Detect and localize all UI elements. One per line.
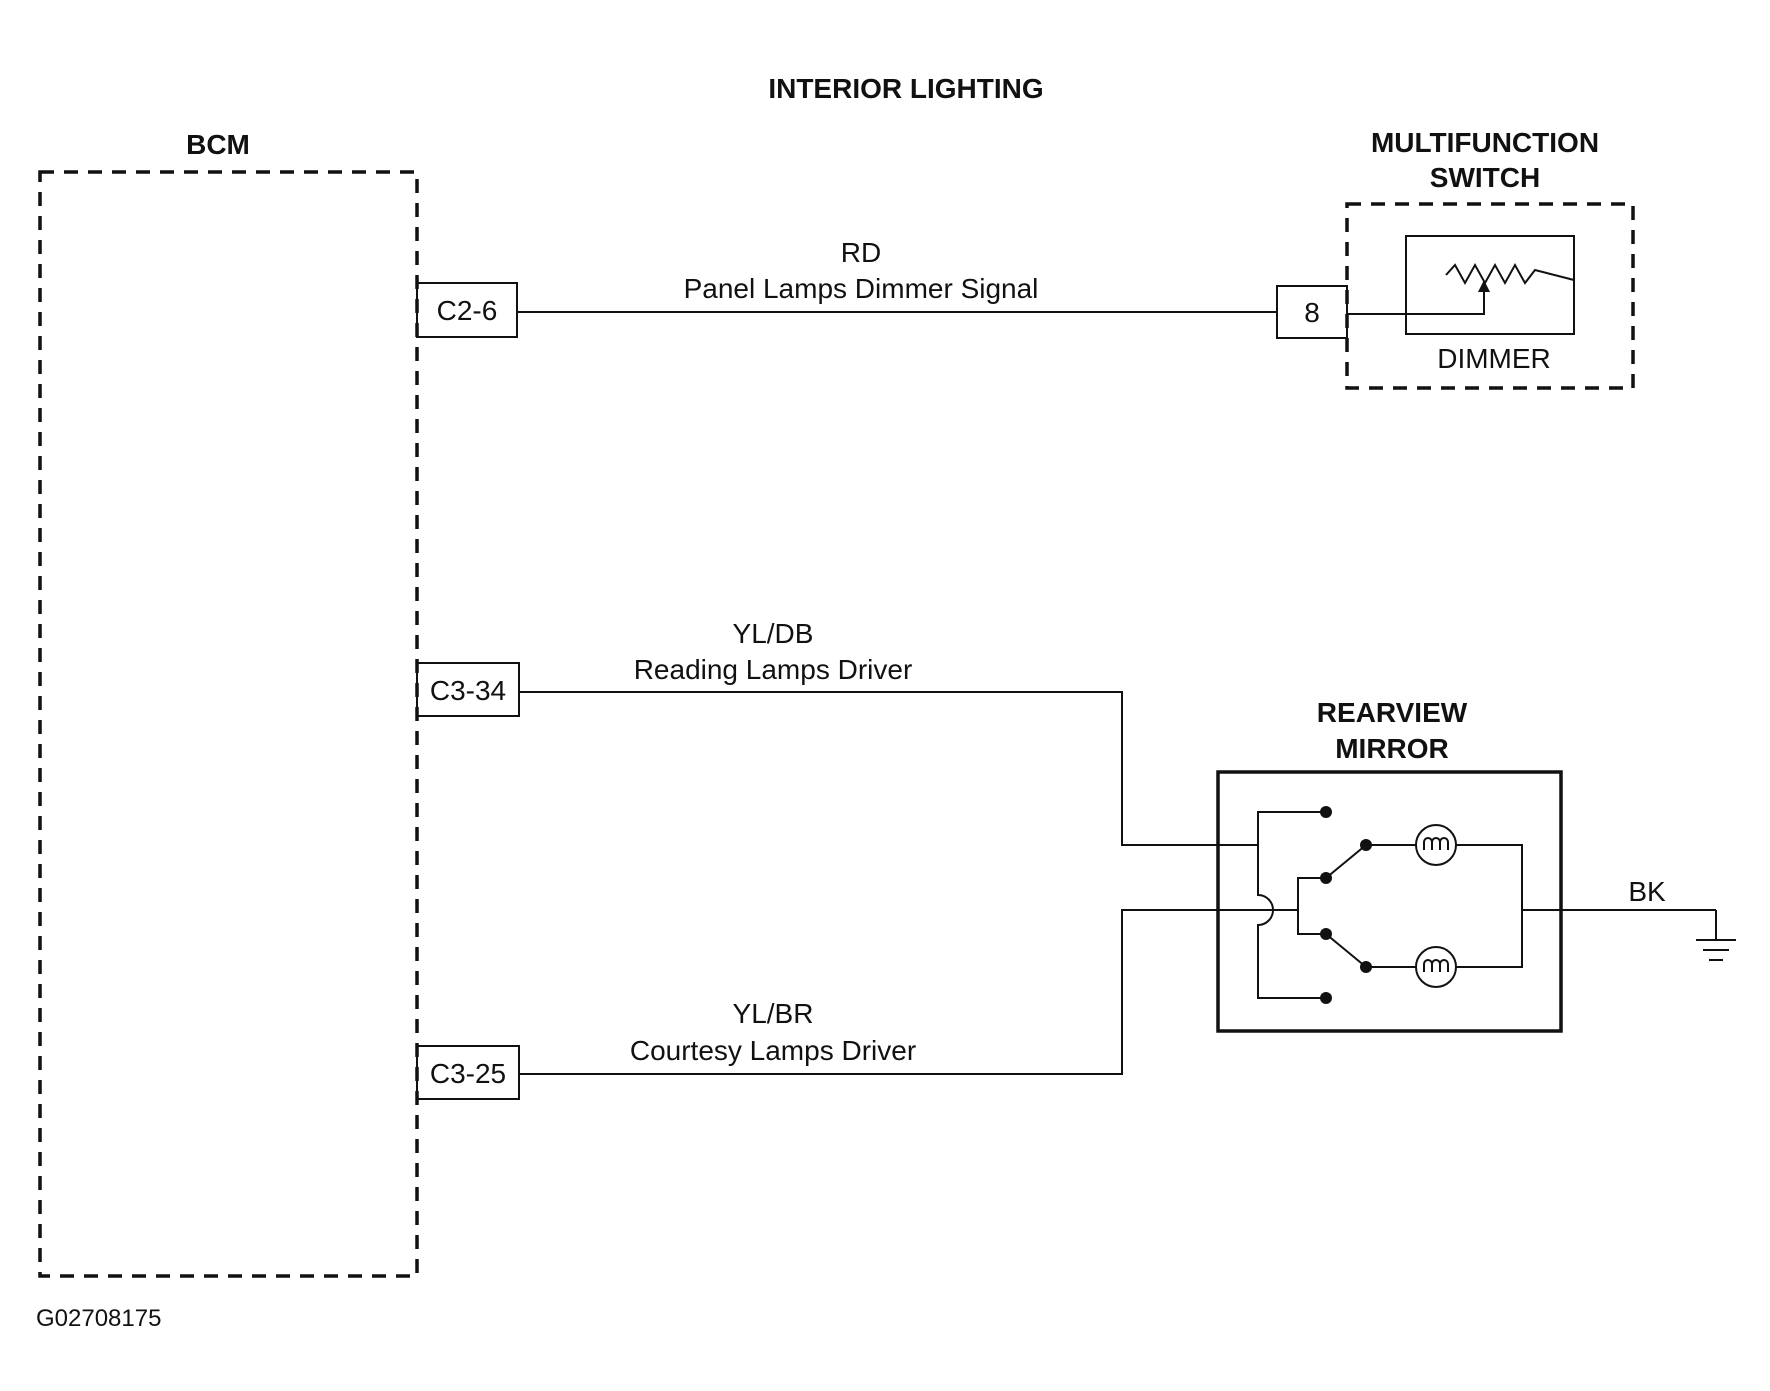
connector-box bbox=[416, 662, 520, 717]
wire-color-label: YL/BR bbox=[733, 998, 814, 1029]
ground: BK bbox=[1561, 876, 1736, 961]
wire-function-label: Reading Lamps Driver bbox=[634, 654, 913, 685]
wiper-arrowhead-icon bbox=[1478, 280, 1490, 292]
ground-symbol-icon bbox=[1696, 939, 1736, 961]
dimmer-box bbox=[1405, 235, 1575, 335]
connector-label: C2-6 bbox=[437, 295, 498, 326]
courtesy-lamp-bulb-icon bbox=[1415, 946, 1457, 988]
diagram-title: INTERIOR LIGHTING bbox=[768, 73, 1043, 104]
pin-label: 8 bbox=[1304, 297, 1320, 328]
reading-feed-bus bbox=[1257, 811, 1326, 999]
wire-color-label: YL/DB bbox=[733, 618, 814, 649]
wiper-arrow-icon bbox=[1347, 286, 1485, 315]
circuit-reading-lamps: C3-34 YL/DB Reading Lamps Driver bbox=[416, 618, 1258, 846]
bcm-boundary bbox=[38, 170, 419, 1278]
ground-wire-color-label: BK bbox=[1628, 876, 1666, 907]
figure-id: G02708175 bbox=[36, 1305, 161, 1332]
wire-function-label: Courtesy Lamps Driver bbox=[630, 1035, 916, 1066]
multifunction-switch: MULTIFUNCTION SWITCH 8 DIMMER bbox=[1276, 127, 1635, 390]
wire-color-label: RD bbox=[841, 237, 881, 268]
multifunction-switch-label-2: SWITCH bbox=[1430, 162, 1540, 193]
terminal-dot bbox=[1320, 806, 1332, 818]
rearview-mirror-label-2: MIRROR bbox=[1335, 733, 1449, 764]
circuit-courtesy-lamps: C3-25 YL/BR Courtesy Lamps Driver bbox=[416, 909, 1238, 1100]
rearview-mirror: REARVIEW MIRROR bbox=[1216, 697, 1563, 1033]
rearview-mirror-boundary bbox=[1216, 770, 1563, 1033]
switch-blade-lower bbox=[1325, 933, 1367, 968]
pin-box bbox=[1276, 285, 1348, 339]
wire-function-label: Panel Lamps Dimmer Signal bbox=[684, 273, 1039, 304]
lamp-return-bus bbox=[1456, 844, 1523, 968]
reading-lamp-bulb-icon bbox=[1415, 824, 1457, 866]
rearview-mirror-label-1: REARVIEW bbox=[1317, 697, 1468, 728]
multifunction-switch-label-1: MULTIFUNCTION bbox=[1371, 127, 1599, 158]
connector-box bbox=[416, 1045, 520, 1100]
bcm-module: BCM bbox=[38, 129, 419, 1278]
connector-label: C3-25 bbox=[430, 1058, 506, 1089]
circuit-panel-lamps-dimmer: C2-6 RD Panel Lamps Dimmer Signal bbox=[416, 237, 1277, 338]
terminal-dot bbox=[1320, 992, 1332, 1004]
connector-label: C3-34 bbox=[430, 675, 506, 706]
wire bbox=[519, 909, 1238, 1075]
connector-box bbox=[416, 282, 518, 338]
resistor-icon bbox=[1445, 262, 1575, 286]
courtesy-common-bus bbox=[1297, 877, 1326, 935]
dimmer-label: DIMMER bbox=[1437, 343, 1551, 374]
bcm-label: BCM bbox=[186, 129, 250, 160]
wire bbox=[519, 691, 1258, 846]
switch-blade-upper bbox=[1325, 844, 1367, 879]
